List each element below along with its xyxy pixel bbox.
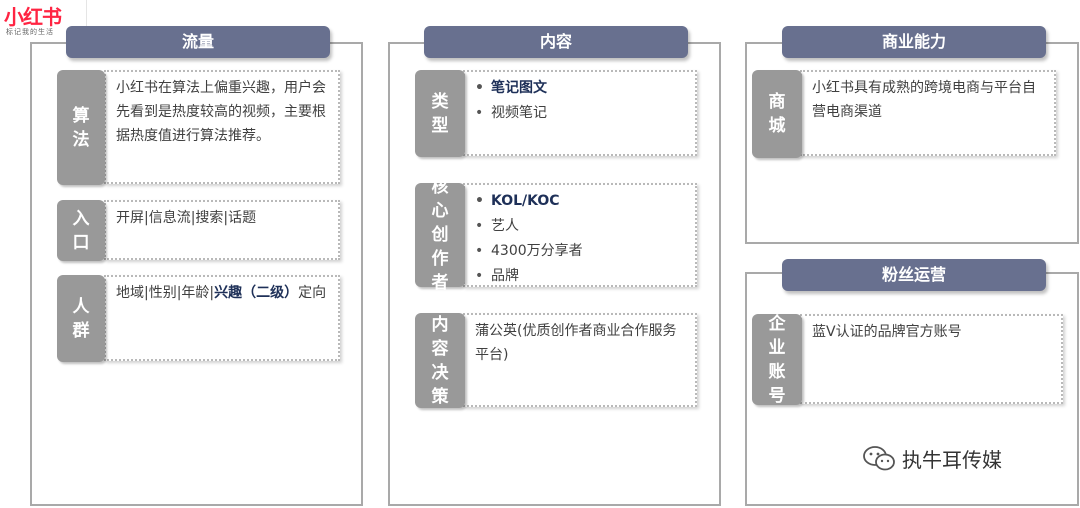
algo-text-box: 小红书在算法上偏重兴趣，用户会先看到是热度较高的视频，主要根据热度值进行算法推荐… [104,70,340,184]
xiaohongshu-logo: 小红书 标记我的生活 [4,6,84,37]
logo-tagline: 标记我的生活 [6,28,54,36]
creator-item: 艺人 [473,214,687,239]
creator-item: 品牌 [473,264,687,289]
creator-item: KOL/KOC [473,189,687,214]
entry-label: 入口 [57,200,105,261]
entry-text-box: 开屏|信息流|搜索|话题 [104,200,340,260]
type-item: 视频笔记 [473,101,687,126]
crowd-text-prefix: 地域|性别|年龄| [116,285,215,301]
type-list: 笔记图文 视频笔记 [473,76,687,126]
commerce-title: 商业能力 [782,26,1046,58]
enterprise-label: 企业账号 [752,314,802,406]
decision-label: 内容决策 [415,313,465,408]
traffic-title: 流量 [66,26,330,58]
mall-text-box: 小红书具有成熟的跨境电商与平台自营电商渠道 [800,70,1056,156]
algo-label: 算法 [57,70,105,185]
watermark-text: 执牛耳传媒 [902,448,1002,472]
watermark: 执牛耳传媒 [862,444,1002,473]
crowd-label: 人群 [57,275,105,362]
content-title: 内容 [424,26,688,58]
type-item: 笔记图文 [473,76,687,101]
crowd-text-suffix: 定向 [298,285,327,301]
fans-title: 粉丝运营 [782,259,1046,291]
entry-text: 开屏|信息流|搜索|话题 [116,210,257,226]
logo-divider [86,0,87,44]
decision-text: 蒲公英(优质创作者商业合作服务平台) [475,323,677,363]
type-text-box: 笔记图文 视频笔记 [463,70,697,156]
mall-label: 商城 [752,70,802,158]
mall-text: 小红书具有成熟的跨境电商与平台自营电商渠道 [812,80,1036,120]
creators-text-box: KOL/KOC 艺人 4300万分享者 品牌 [463,183,697,289]
creators-list: KOL/KOC 艺人 4300万分享者 品牌 [473,189,687,289]
algo-text: 小红书在算法上偏重兴趣，用户会先看到是热度较高的视频，主要根据热度值进行算法推荐… [116,80,326,144]
crowd-text-box: 地域|性别|年龄|兴趣（二级）定向 [104,275,340,361]
wechat-icon [863,445,895,470]
decision-text-box: 蒲公英(优质创作者商业合作服务平台) [463,313,697,407]
creator-item: 4300万分享者 [473,239,687,264]
crowd-text-highlight: 兴趣（二级） [214,285,299,301]
logo-name: 小红书 [4,5,62,29]
enterprise-text-box: 蓝V认证的品牌官方账号 [800,314,1063,404]
type-label: 类型 [415,70,465,157]
creators-label: 核心创作者 [415,177,465,293]
enterprise-text: 蓝V认证的品牌官方账号 [812,324,962,340]
